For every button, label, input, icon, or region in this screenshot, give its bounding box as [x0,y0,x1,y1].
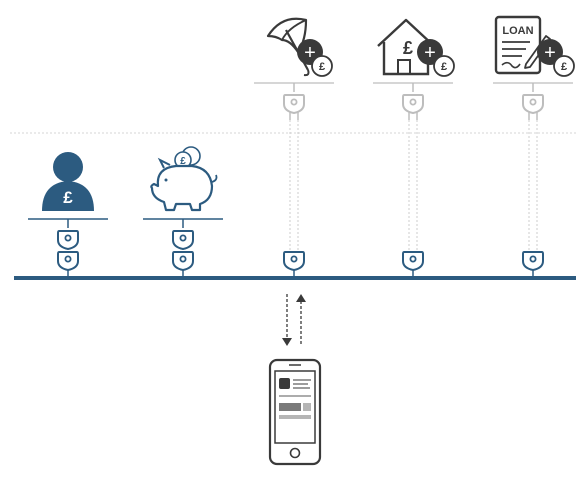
loan-node: LOAN + £ [493,15,575,278]
loan-label: LOAN [502,25,533,37]
coin-pound-symbol: £ [319,61,325,73]
piggy-bank-icon: £ [150,146,218,212]
plus-symbol: + [544,42,556,64]
plug-connector-icon [172,230,194,250]
coin-pound-symbol: £ [180,156,186,167]
pound-coin-icon: £ [174,146,201,169]
mortgage-node: £ + £ [373,18,455,278]
savings-node: £ [143,146,223,278]
house-pound-symbol: £ [403,38,413,58]
plus-symbol: + [424,42,436,64]
plug-connector-icon [57,251,79,271]
person-pound-symbol: £ [63,188,73,207]
plug-connector-icon [283,251,305,271]
plug-connector-icon [57,230,79,250]
plug-connector-icon [402,251,424,271]
coin-pound-symbol: £ [561,61,567,73]
bidirectional-arrows-icon [282,294,306,346]
plug-connector-icon [283,94,305,114]
pound-coin-icon: £ [433,55,455,77]
plug-connector-icon [522,94,544,114]
pound-coin-icon: £ [553,55,575,77]
coin-pound-symbol: £ [441,61,447,73]
customer-node: £ [28,152,108,278]
plus-symbol: + [304,42,316,64]
plug-connector-icon [402,94,424,114]
smartphone-icon [268,358,322,466]
plug-connector-icon [522,251,544,271]
plug-connector-icon [172,251,194,271]
person-pound-icon: £ [42,152,94,211]
insurance-node: + £ [254,17,334,278]
pound-coin-icon: £ [311,55,333,77]
